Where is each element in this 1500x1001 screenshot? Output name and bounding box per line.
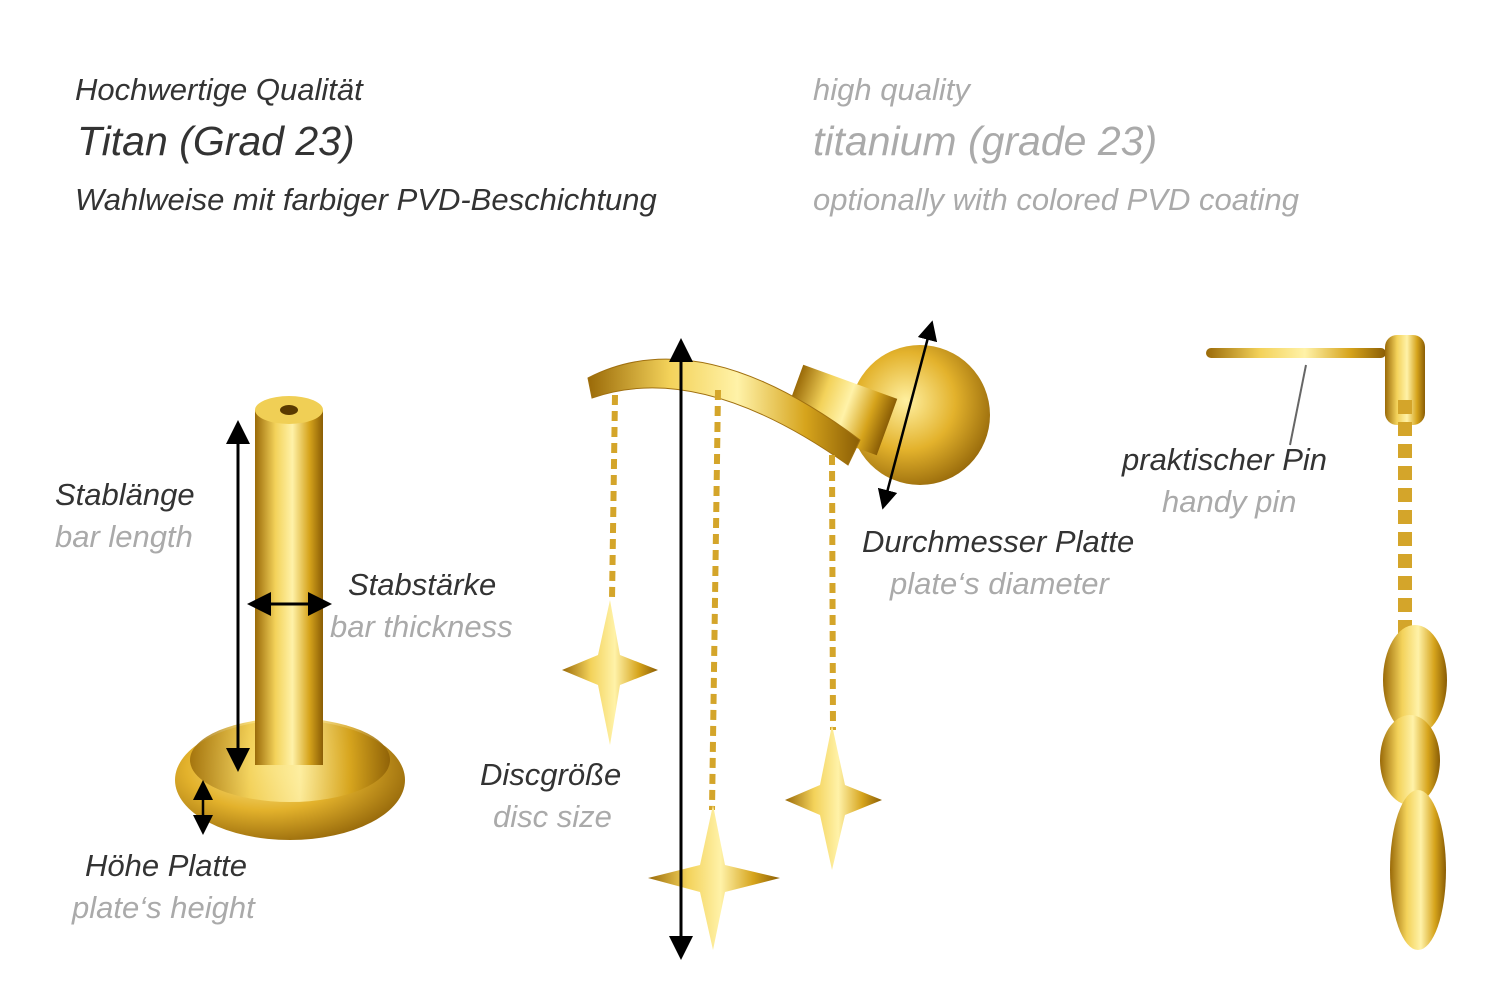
jewelry-side-view [1206,335,1447,950]
label-bar-thickness-en: bar thickness [330,609,513,644]
chain-jewelry [562,320,990,960]
label-plate-diameter-de: Durchmesser Platte [862,524,1135,559]
header-quality-en: high quality [813,72,970,107]
labret-post [175,396,405,840]
label-plate-height-de: Höhe Platte [85,848,247,883]
header-coating-en: optionally with colored PVD coating [813,182,1299,217]
label-plate-height-en: plate‘s height [72,890,255,925]
label-disc-size-en: disc size [493,799,612,834]
label-bar-thickness-de: Stabstärke [348,567,497,602]
label-pin-en: handy pin [1162,484,1297,519]
label-plate-diameter-en: plate‘s diameter [890,566,1109,601]
label-disc-size-de: Discgröße [480,757,622,792]
header-material-en: titanium (grade 23) [813,118,1158,164]
label-bar-length-de: Stablänge [55,477,195,512]
label-pin-de: praktischer Pin [1122,442,1328,477]
header-material-de: Titan (Grad 23) [77,118,355,164]
label-bar-length-en: bar length [55,519,193,554]
header-quality-de: Hochwertige Qualität [75,72,363,107]
header-coating-de: Wahlweise mit farbiger PVD-Beschichtung [75,182,657,217]
